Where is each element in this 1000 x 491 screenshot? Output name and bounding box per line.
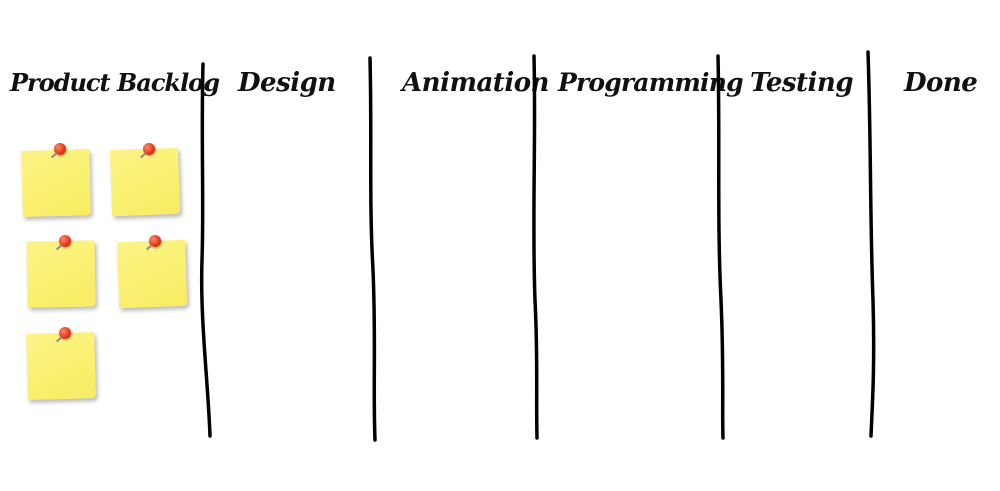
divider-animation-programming — [532, 54, 539, 440]
column-title-animation: Animation — [402, 68, 549, 98]
divider-testing-done — [866, 50, 876, 438]
divider-backlog-design — [199, 62, 212, 438]
push-pin-icon — [59, 327, 71, 339]
column-title-programming: Programming — [558, 68, 744, 97]
column-title-testing: Testing — [750, 68, 854, 98]
column-title-done: Done — [904, 68, 978, 98]
column-title-design: Design — [238, 68, 336, 98]
divider-programming-testing — [716, 54, 725, 440]
push-pin-icon — [54, 143, 66, 155]
sticky-note-icon[interactable] — [26, 240, 96, 308]
sticky-note-icon[interactable] — [21, 149, 91, 217]
push-pin-icon — [149, 235, 161, 247]
sticky-note-icon[interactable] — [26, 332, 96, 400]
column-title-product-backlog: Product Backlog — [10, 68, 220, 97]
sticky-note-icon[interactable] — [116, 239, 188, 309]
push-pin-icon — [143, 143, 155, 155]
divider-design-animation — [368, 56, 377, 442]
sticky-note-icon[interactable] — [109, 147, 181, 217]
push-pin-icon — [59, 235, 71, 247]
